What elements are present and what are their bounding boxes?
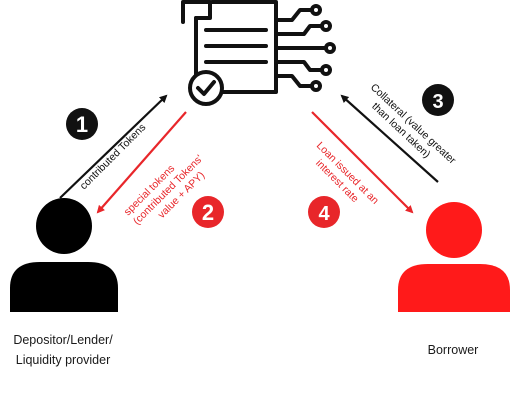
- step-3-number: 3: [432, 91, 443, 113]
- step-1-badge: 1: [66, 108, 98, 140]
- borrower-label: Borrower: [427, 343, 479, 357]
- step-2-number: 2: [202, 200, 214, 225]
- depositor-label: Depositor/Lender/ Liquidity provider: [0, 330, 126, 370]
- depositor-label-line1: Depositor/Lender/: [13, 333, 113, 347]
- borrower-person-icon: [398, 202, 510, 312]
- step-2-badge: 2: [192, 196, 224, 228]
- step-4-number: 4: [318, 203, 330, 225]
- arrow-loan-issued: [311, 111, 414, 214]
- smart-contract-icon: [181, 0, 336, 106]
- depositor-label-line2: Liquidity provider: [15, 353, 111, 367]
- arrow-contributed-tokens: [59, 94, 168, 199]
- arrow-collateral: [340, 94, 439, 183]
- step-1-number: 1: [76, 112, 88, 137]
- step-4-badge: 4: [308, 196, 340, 228]
- step-3-badge: 3: [422, 84, 454, 116]
- depositor-person-icon: [10, 198, 118, 312]
- arrow-special-tokens: [96, 111, 187, 214]
